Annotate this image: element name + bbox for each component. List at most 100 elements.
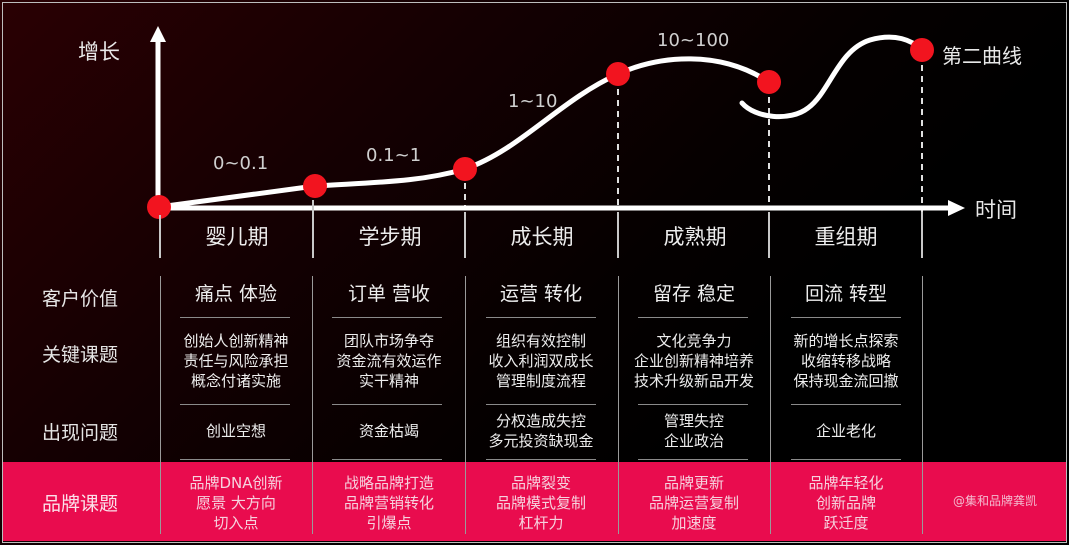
range-label-mature: 10~100 [657, 30, 730, 51]
cell-separator [332, 459, 442, 460]
issue-line: 分权造成失控 [495, 412, 586, 430]
brand-topic-line: 品牌DNA创新 [189, 474, 283, 492]
brand-topic-line: 品牌裂变 [510, 474, 571, 492]
column-divider [922, 276, 923, 534]
brand-topics-cell: 品牌年轻化 创新品牌 跃迁度 [771, 473, 921, 533]
cell-separator [486, 404, 596, 405]
cell-separator [486, 317, 596, 318]
key-topic-line: 管理制度流程 [495, 372, 586, 390]
key-topic-line: 新的增长点探索 [793, 332, 899, 350]
customer-value-cell: 运营 转化 [499, 283, 583, 305]
phase-reorganize: 重组期 [814, 225, 878, 249]
watermark: @集和品牌龚凯 [952, 494, 1037, 508]
brand-topic-line: 跃迁度 [823, 514, 869, 532]
row-header-customer-value: 客户价值 [41, 288, 118, 310]
range-label-infant: 0~0.1 [213, 153, 269, 174]
row-header-issues: 出现问题 [41, 422, 118, 444]
column-divider [465, 276, 466, 534]
customer-value-cell: 痛点 体验 [194, 283, 278, 305]
column-divider [160, 276, 161, 534]
key-topic-line: 企业创新精神培养 [633, 352, 754, 370]
y-axis-label: 增长 [78, 40, 120, 64]
second-curve-label: 第二曲线 [942, 44, 1022, 68]
key-topics-cell: 创始人创新精神 责任与风险承担 概念付诸实施 [161, 331, 311, 391]
brand-topics-cell: 品牌DNA创新 愿景 大方向 切入点 [161, 473, 311, 533]
row-header-key-topics: 关键课题 [41, 344, 118, 366]
key-topic-line: 组织有效控制 [495, 332, 586, 350]
cell-separator [180, 459, 290, 460]
phase-growth: 成长期 [510, 225, 574, 249]
key-topics-cell: 组织有效控制 收入利润双成长 管理制度流程 [466, 331, 616, 391]
column-divider [312, 276, 313, 534]
curve-points [147, 38, 934, 219]
cell-separator [332, 404, 442, 405]
second-curve [739, 34, 925, 120]
key-topic-line: 创始人创新精神 [183, 332, 289, 350]
cell-separator [638, 459, 748, 460]
key-topic-line: 概念付诸实施 [190, 372, 281, 390]
customer-value-cell: 回流 转型 [804, 283, 888, 305]
brand-topic-line: 加速度 [671, 514, 717, 532]
issues-cell: 资金枯竭 [314, 421, 464, 441]
column-divider [770, 276, 771, 534]
key-topic-line: 文化竞争力 [656, 332, 732, 350]
key-topic-line: 团队市场争夺 [343, 332, 434, 350]
brand-topic-line: 品牌运营复制 [648, 494, 739, 512]
brand-topic-line: 愿景 大方向 [196, 494, 276, 512]
brand-topic-line: 杠杆力 [518, 514, 564, 532]
key-topic-line: 收缩转移战略 [800, 352, 891, 370]
brand-topics-cell: 品牌更新 品牌运营复制 加速度 [619, 473, 769, 533]
phase-dividers [159, 200, 923, 258]
customer-value-cell: 留存 稳定 [652, 283, 736, 305]
main-growth-curve [156, 56, 772, 210]
issue-line: 企业政治 [663, 432, 724, 450]
issue-line: 多元投资缺现金 [488, 432, 594, 450]
column-divider [618, 276, 619, 534]
cell-separator [791, 459, 901, 460]
cell-separator [180, 317, 290, 318]
phase-infant: 婴儿期 [205, 225, 269, 249]
cell-separator [791, 317, 901, 318]
brand-topic-line: 品牌模式复制 [495, 494, 586, 512]
brand-topic-line: 引爆点 [366, 514, 412, 532]
key-topics-cell: 团队市场争夺 资金流有效运作 实干精神 [314, 331, 464, 391]
x-axis-arrow-icon [948, 200, 965, 216]
customer-value-cell: 订单 营收 [347, 283, 431, 305]
key-topic-line: 资金流有效运作 [336, 352, 442, 370]
issues-cell: 企业老化 [771, 421, 921, 441]
issues-cell: 管理失控 企业政治 [619, 411, 769, 451]
key-topic-line: 技术升级新品开发 [633, 372, 754, 390]
key-topic-line: 收入利润双成长 [488, 352, 594, 370]
brand-topics-cell: 战略品牌打造 品牌营销转化 引爆点 [314, 473, 464, 533]
cell-separator [486, 459, 596, 460]
brand-topic-line: 创新品牌 [815, 494, 876, 512]
x-axis-label: 时间 [975, 198, 1017, 222]
range-label-toddler: 0.1~1 [366, 145, 422, 166]
brand-topic-line: 品牌营销转化 [343, 494, 434, 512]
cell-separator [638, 404, 748, 405]
key-topics-cell: 新的增长点探索 收缩转移战略 保持现金流回撤 [771, 331, 921, 391]
cell-separator [180, 404, 290, 405]
row-header-brand-topics: 品牌课题 [41, 493, 118, 515]
key-topics-cell: 文化竞争力 企业创新精神培养 技术升级新品开发 [619, 331, 769, 391]
issue-line: 管理失控 [663, 412, 724, 430]
issue-line: 创业空想 [205, 422, 266, 440]
issue-line: 企业老化 [815, 422, 876, 440]
key-topic-line: 实干精神 [358, 372, 419, 390]
key-topic-line: 保持现金流回撤 [793, 372, 899, 390]
brand-topics-band [3, 462, 1066, 541]
brand-topic-line: 战略品牌打造 [343, 474, 434, 492]
brand-topic-line: 品牌年轻化 [808, 474, 884, 492]
brand-topics-cell: 品牌裂变 品牌模式复制 杠杆力 [466, 473, 616, 533]
brand-topic-line: 切入点 [213, 514, 259, 532]
cell-separator [791, 404, 901, 405]
cell-separator [638, 317, 748, 318]
cell-separator [332, 317, 442, 318]
key-topic-line: 责任与风险承担 [183, 352, 289, 370]
issues-cell: 分权造成失控 多元投资缺现金 [466, 411, 616, 451]
phase-mature: 成熟期 [663, 225, 727, 249]
issue-line: 资金枯竭 [358, 422, 419, 440]
y-axis-arrow-icon [150, 26, 166, 42]
range-label-growth: 1~10 [508, 91, 558, 112]
